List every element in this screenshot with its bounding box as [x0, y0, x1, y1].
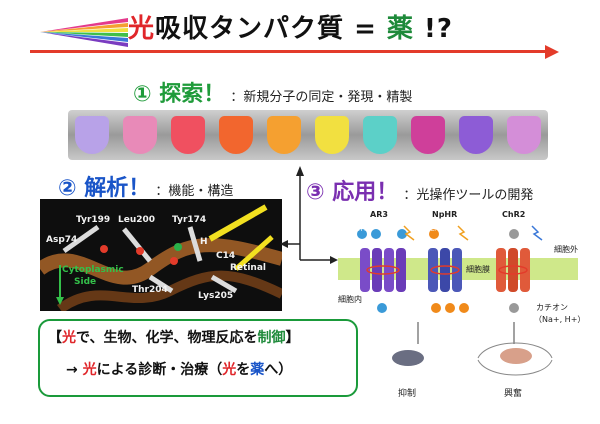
summary-end: へ） [264, 362, 293, 378]
label-h: H [200, 237, 208, 247]
connector-arrows [280, 166, 338, 264]
label-lys205: Lys205 [198, 291, 234, 301]
section1-subtitle: ：新規分子の同定・発現・精製 [230, 90, 413, 105]
title-end: !? [413, 14, 453, 44]
label-excitation: 興奮 [504, 389, 523, 399]
protein-tube [267, 116, 301, 154]
arrow-right-icon [545, 45, 559, 59]
summary-drug: 薬 [250, 362, 265, 378]
summary-control: 制御 [257, 330, 286, 346]
protein-tubes-photo [68, 110, 548, 160]
label-tyr199: Tyr199 [76, 215, 111, 225]
label-membrane: 細胞膜 [466, 265, 490, 274]
label-extracellular: 細胞外 [554, 245, 578, 254]
label-asp74: Asp74 [46, 235, 78, 245]
section3-subtitle: ：光操作ツールの開発 [403, 188, 534, 203]
bracket-open: 【 [48, 330, 62, 346]
bracket-close: 】 [285, 330, 300, 346]
protein-tube [123, 116, 157, 154]
label-chr2: ChR2 [502, 210, 526, 219]
label-ar3: AR3 [370, 210, 388, 219]
title-light-char: 光 [128, 14, 156, 44]
protein-tube [363, 116, 397, 154]
section1-heading: ① 探索！ [133, 82, 226, 107]
helix-ribbon-icon [40, 204, 282, 311]
protein-tube [315, 116, 349, 154]
summary-wo: を [236, 362, 251, 378]
label-hplus: H+ [358, 226, 368, 233]
summary-line1: 【光で、生物、化学、物理反応を制御】 [48, 327, 299, 347]
protein-tube [75, 116, 109, 154]
section3-heading: ③ 応用！ [306, 180, 399, 205]
optogenetics-diagram: AR3 NpHR ChR2 細胞外 細胞膜 細胞内 H+ Cl- カチオン （N… [338, 208, 588, 408]
title-middle: 吸収タンパク質 = [155, 14, 387, 44]
summary-mid: で、生物、化学、物理反応を [76, 330, 258, 346]
label-c14: C14 [216, 251, 236, 261]
label-cation: カチオン [536, 303, 568, 312]
label-retinal: Retinal [230, 263, 266, 273]
label-clminus: Cl- [430, 226, 439, 233]
protein-tube [219, 116, 253, 154]
section2-subtitle: ：機能・構造 [155, 184, 234, 199]
section2-header: ② 解析！ ：機能・構造 [58, 170, 233, 202]
summary-light2: 光 [222, 362, 237, 378]
label-tyr174: Tyr174 [172, 215, 207, 225]
label-side: Side [74, 277, 97, 287]
summary-arrow: → [66, 362, 83, 378]
summary-line2-mid: による診断・治療（ [96, 362, 223, 378]
label-nphr: NpHR [432, 210, 458, 219]
protein-tube [411, 116, 445, 154]
protein-tube [459, 116, 493, 154]
label-cytoplasmic: Cytoplasmic [62, 265, 124, 275]
section2-heading: ② 解析！ [58, 176, 151, 201]
label-thr204: Thr204 [132, 285, 168, 295]
summary-line2: → 光による診断・治療（光を薬へ） [66, 359, 292, 379]
protein-tube [507, 116, 541, 154]
title-drug-char: 薬 [386, 14, 414, 44]
label-cation-ions: （Na+, H+） [534, 315, 586, 324]
page-title: 光吸収タンパク質 = 薬 !? [128, 8, 453, 45]
rainbow-streak-icon [40, 18, 128, 47]
label-intracellular: 細胞内 [338, 295, 362, 304]
section3-header: ③ 応用！ ：光操作ツールの開発 [306, 174, 533, 206]
section1-header: ① 探索！ ：新規分子の同定・発現・精製 [133, 76, 412, 108]
label-inhibition: 抑制 [398, 389, 417, 399]
label-leu200: Leu200 [118, 215, 156, 225]
membrane-diagram-icon [338, 225, 578, 376]
summary-light: 光 [62, 330, 76, 346]
protein-structure-image: Tyr199 Leu200 Tyr174 Asp74 H C14 Retinal… [40, 199, 282, 311]
summary-light1: 光 [82, 362, 97, 378]
protein-tube [171, 116, 205, 154]
title-underline [30, 50, 550, 53]
summary-box [38, 319, 358, 397]
